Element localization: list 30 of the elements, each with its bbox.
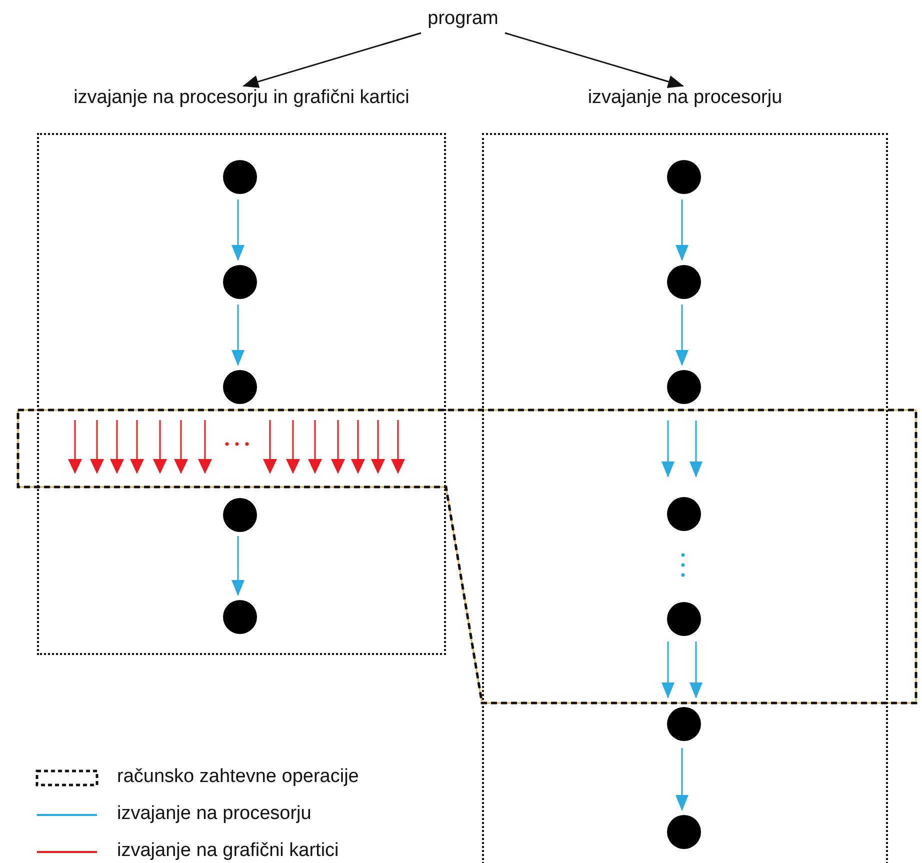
legend-label: računsko zahtevne operacije bbox=[117, 765, 359, 789]
arrow bbox=[232, 200, 244, 261]
arrow bbox=[232, 304, 244, 366]
arrow bbox=[690, 420, 702, 478]
legend-label: izvajanje na grafični kartici bbox=[117, 839, 339, 863]
filled-circle bbox=[223, 498, 257, 532]
legend-label: izvajanje na procesorju bbox=[117, 802, 312, 826]
filled-circle bbox=[223, 600, 257, 634]
arrow bbox=[504, 32, 684, 88]
filled-circle bbox=[667, 497, 701, 531]
filled-circle bbox=[223, 160, 257, 194]
filled-circle bbox=[667, 160, 701, 194]
arrow bbox=[232, 536, 244, 596]
arrow bbox=[676, 748, 688, 811]
filled-circle bbox=[667, 265, 701, 299]
arrow bbox=[662, 642, 674, 698]
filled-circle bbox=[667, 707, 701, 741]
panel-heading: izvajanje na procesorju in grafični kartici bbox=[74, 86, 410, 110]
panel-heading: izvajanje na procesorju bbox=[588, 86, 782, 110]
filled-circle bbox=[667, 370, 701, 404]
filled-circle bbox=[667, 815, 701, 849]
arrow bbox=[690, 642, 702, 698]
arrow bbox=[242, 32, 422, 88]
text-label: program bbox=[428, 7, 498, 31]
filled-circle bbox=[667, 602, 701, 636]
arrow bbox=[676, 304, 688, 366]
arrow bbox=[662, 420, 674, 478]
filled-circle bbox=[223, 265, 257, 299]
filled-circle bbox=[223, 370, 257, 404]
arrow bbox=[676, 200, 688, 261]
